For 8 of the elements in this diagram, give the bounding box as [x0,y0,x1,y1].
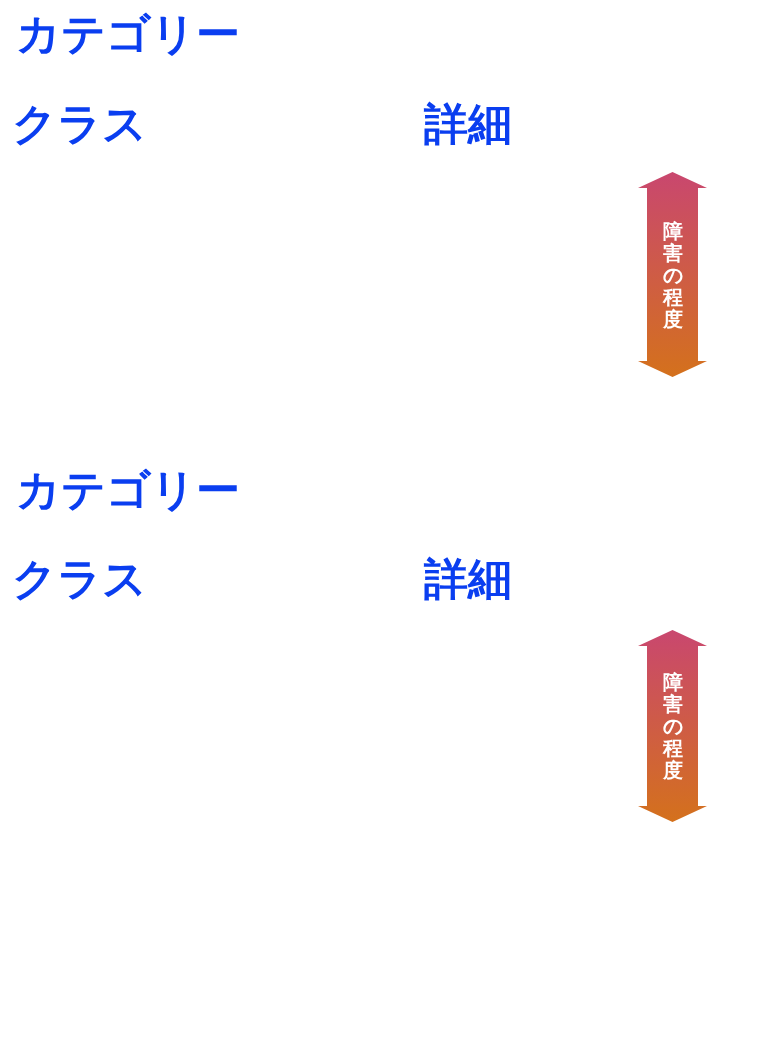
arrow-label: 障害の程度 [662,671,683,781]
heading: 詳細 [424,98,512,151]
heading: カテゴリー [16,464,240,517]
heading: 詳細 [424,553,512,606]
heading: カテゴリー [16,8,240,61]
heading: クラス [12,553,147,606]
heading: クラス [12,98,147,151]
arrow-label: 障害の程度 [662,219,683,330]
